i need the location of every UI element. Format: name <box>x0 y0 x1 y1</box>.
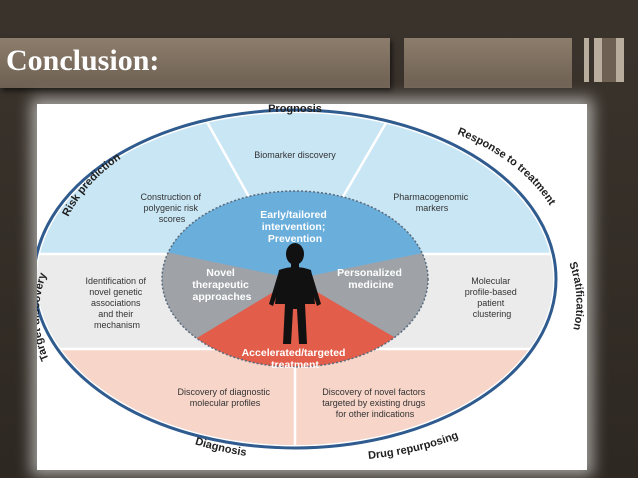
inner-ring <box>161 190 429 368</box>
diagram-svg: Prognosis Risk prediction Response to tr… <box>30 103 586 462</box>
human-figure-icon <box>269 243 321 344</box>
title-bar-right <box>404 38 572 88</box>
inner-novel-therapeutic: Novel therapeutic approaches <box>192 267 252 303</box>
segment-pharmacogenomic: Pharmacogenomic markers <box>393 192 471 213</box>
deco-bracket-inner <box>602 38 616 82</box>
deco-bar-thin <box>584 38 589 82</box>
segment-identification: Identification of novel genetic associat… <box>85 276 148 330</box>
segment-biomarker: Biomarker discovery <box>254 150 336 160</box>
segment-molecular: Molecular profile-based patient clusteri… <box>465 276 520 319</box>
slide-title: Conclusion: <box>6 44 160 77</box>
segment-novel-factors: Discovery of novel factors targeted by e… <box>322 387 428 419</box>
inner-accelerated-treatment: Accelerated/targeted treatment <box>242 347 349 371</box>
title-box: Conclusion: <box>0 38 390 88</box>
segment-diagnostic: Discovery of diagnostic molecular profil… <box>177 387 272 408</box>
label-stratification: Stratification <box>566 260 585 331</box>
label-prognosis: Prognosis <box>268 104 322 115</box>
inner-personalized-medicine: Personalized medicine <box>337 267 405 291</box>
segment-construction: Construction of polygenic risk scores <box>140 192 203 224</box>
top-bar <box>0 0 638 34</box>
diagram-panel: Prognosis Risk prediction Response to tr… <box>30 103 587 470</box>
inner-early-intervention: Early/tailored intervention; Prevention <box>260 209 329 245</box>
